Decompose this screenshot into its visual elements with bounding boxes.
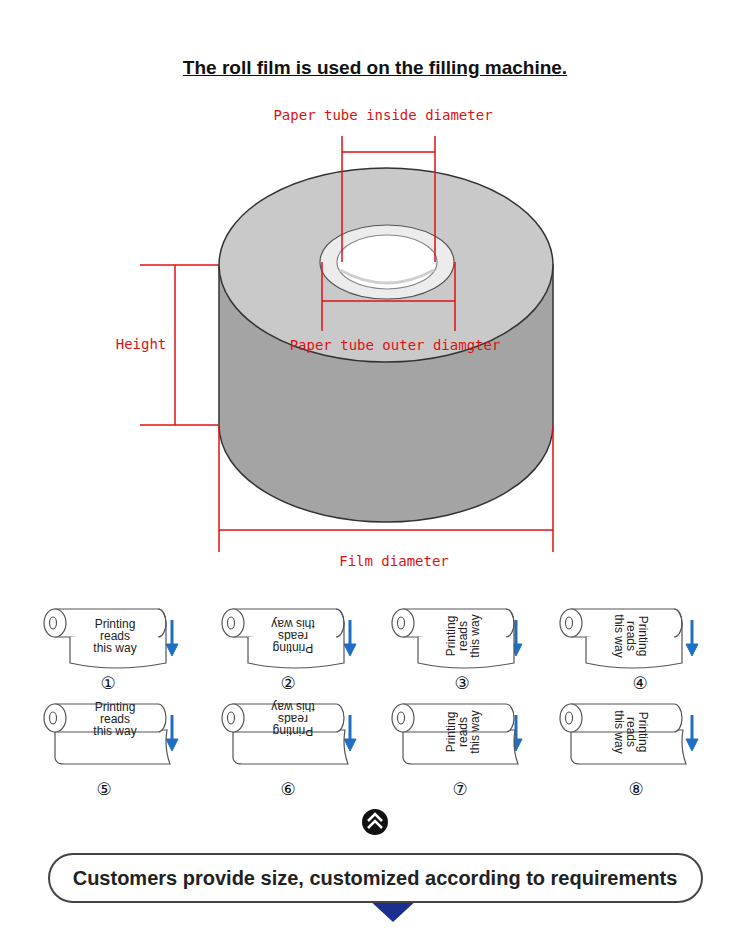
tube-inner — [337, 235, 437, 289]
roll-diagram: Printing reads this way — [218, 700, 346, 770]
print-direction-text: Printing reads this way — [90, 701, 140, 737]
roll-diagram: Printing reads this way — [40, 605, 168, 675]
callout-number: ⑦ — [452, 779, 467, 799]
dimension-label: Film diameter — [339, 553, 449, 569]
title: The roll film is used on the filling mac… — [0, 57, 750, 79]
note-box: Customers provide size, customized accor… — [48, 853, 703, 903]
print-direction-text: Printing reads this way — [90, 618, 140, 654]
print-direction-text: Printing reads this way — [613, 611, 649, 661]
print-direction-text: Printing reads this way — [445, 611, 481, 661]
roll-top — [219, 168, 553, 362]
roll-diagram: Printing reads this way — [218, 605, 346, 675]
callout-number: ⑥ — [280, 779, 295, 799]
callout-number: ② — [280, 673, 295, 693]
print-direction-text: Printing reads this way — [613, 707, 649, 757]
print-direction-text: Printing reads this way — [613, 707, 649, 757]
print-direction-text: Printing reads this way — [90, 701, 140, 737]
print-direction-text: Printing reads this way — [445, 707, 481, 757]
callout-number: ⑤ — [96, 779, 111, 799]
print-direction-text: Printing reads this way — [268, 701, 318, 737]
dimension-label: Paper tube inside diameter — [273, 107, 492, 123]
callout-number: ① — [100, 673, 115, 693]
callout-number: ③ — [454, 673, 469, 693]
dimension-lines — [140, 136, 553, 552]
print-direction-text: Printing reads this way — [445, 707, 481, 757]
print-direction-text: Printing reads this way — [268, 618, 318, 654]
callout-number: ④ — [632, 673, 647, 693]
roll-diagram: Printing reads this way — [388, 605, 516, 675]
tube-shade — [340, 270, 434, 283]
print-direction-text: Printing reads this way — [268, 701, 318, 737]
up-symbol — [362, 809, 388, 835]
note-text: Customers provide size, customized accor… — [73, 867, 678, 890]
roll-diagram: Printing reads this way — [556, 605, 684, 675]
roll-diagram: Printing reads this way — [40, 700, 168, 770]
tube-outer — [320, 225, 454, 299]
print-direction-text: Printing reads this way — [445, 611, 481, 661]
dimension-label: Paper tube outer diamgter — [290, 337, 501, 353]
print-direction-text: Printing reads this way — [613, 611, 649, 661]
dimension-label: Height — [116, 336, 167, 352]
print-direction-text: Printing reads this way — [90, 618, 140, 654]
roll-diagram: Printing reads this way — [556, 700, 684, 770]
roll-diagram: Printing reads this way — [388, 700, 516, 770]
print-direction-text: Printing reads this way — [268, 618, 318, 654]
callout-number: ⑧ — [628, 779, 643, 799]
up-chevrons — [368, 814, 382, 828]
